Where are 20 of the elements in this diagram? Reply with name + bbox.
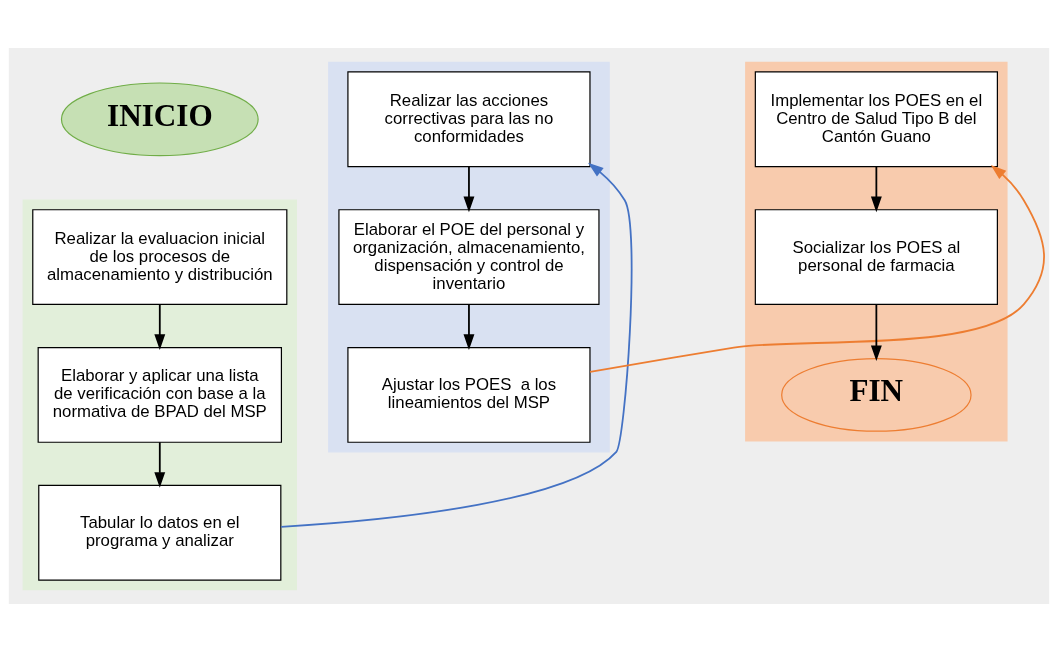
arrow	[870, 303, 882, 362]
arrow	[589, 164, 1045, 373]
arrow	[463, 303, 475, 350]
node-box: Socializar los POES al personal de farmacia	[754, 209, 998, 306]
node-box: Ajustar los POES a los lineamientos del MSP	[347, 346, 591, 443]
node-box: Realizar las acciones correctivas para las no conformidades	[347, 71, 591, 168]
node-ellipse: INICIO	[60, 82, 259, 157]
cluster	[22, 199, 297, 591]
arrow	[463, 165, 475, 213]
arrow	[154, 441, 166, 488]
node-box: Tabular lo datos en el programa y analizar	[38, 484, 282, 581]
node-ellipse: FIN	[781, 357, 972, 432]
node-box: Realizar la evaluacion inicial de los procesos de almacenamiento y distribución	[32, 209, 288, 306]
node-box: Implementar los POES en el Centro de Salud Tipo B del Cantón Guano	[754, 71, 998, 168]
cluster	[328, 61, 610, 453]
arrow	[280, 162, 633, 528]
node-box: Elaborar el POE del personal y organización, almacenamiento, dispensación y control de inventario	[338, 209, 600, 306]
node-box: Elaborar y aplicar una lista de verificación con base a la normativa de BPAD del MSP	[37, 346, 283, 443]
arrow	[870, 165, 882, 213]
arrow	[154, 303, 166, 350]
